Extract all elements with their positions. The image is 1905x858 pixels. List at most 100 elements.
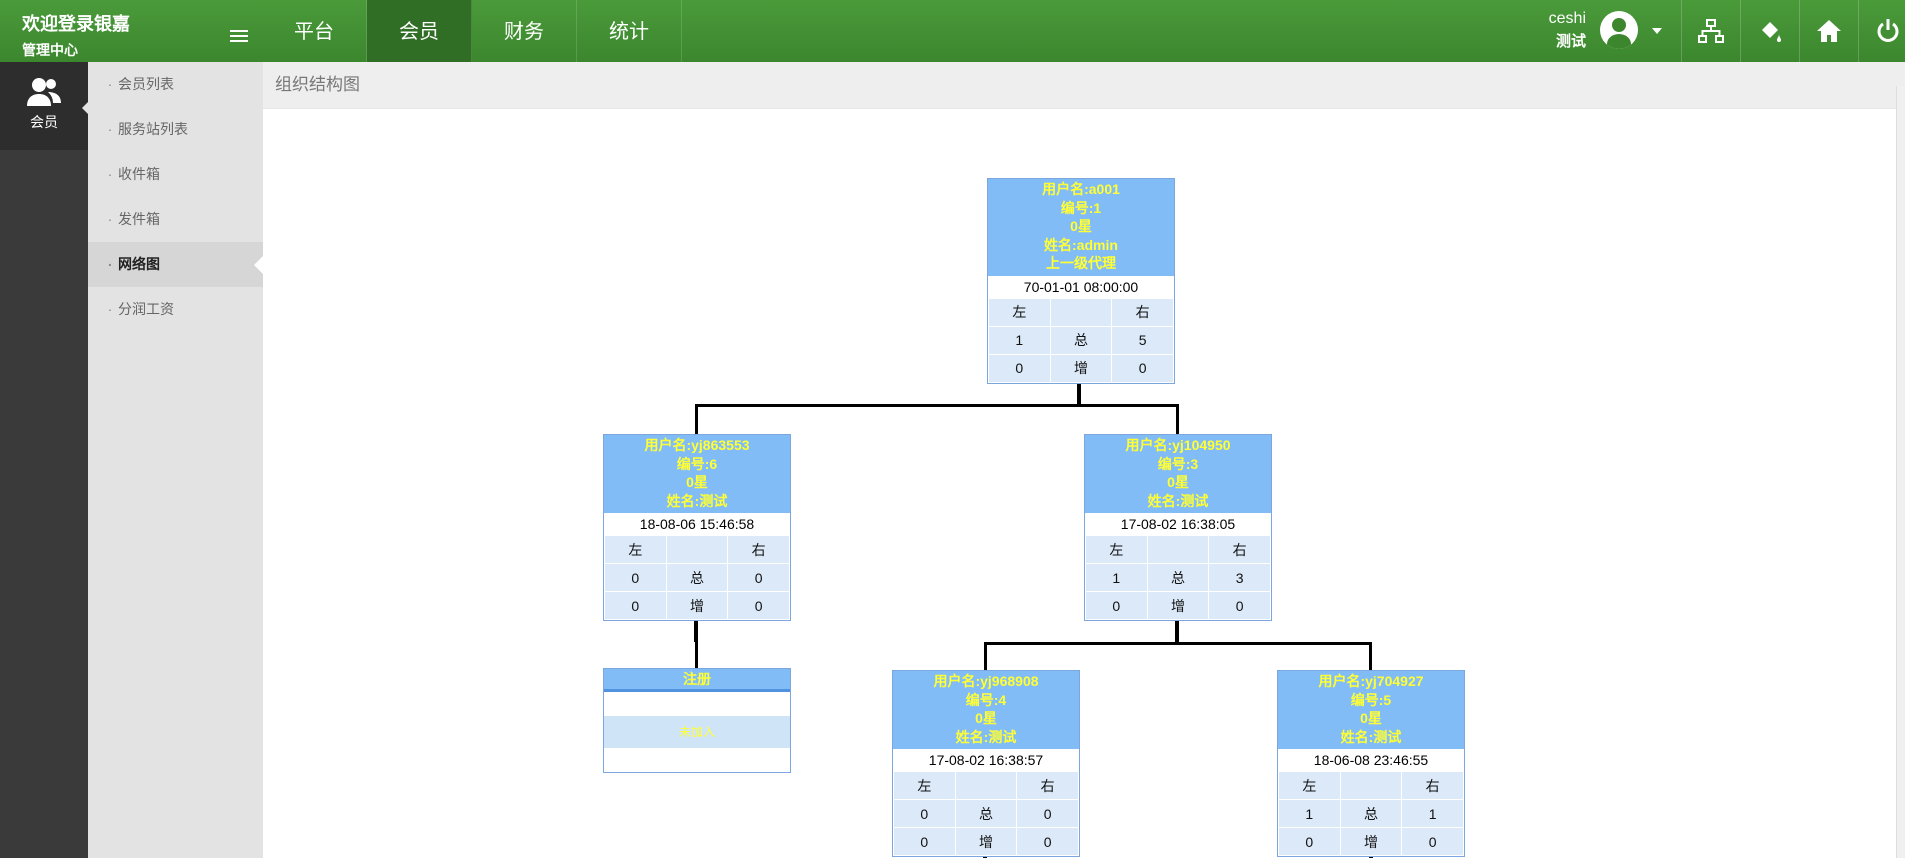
connector-line [695, 642, 698, 668]
main-nav: 平台 会员 财务 统计 [262, 0, 682, 62]
node-stars: 0星 [1167, 474, 1189, 490]
node-header: 用户名:yj863553 编号:6 0星 姓名:测试 [604, 435, 790, 513]
sidebar-item-profit-salary[interactable]: 分润工资 [88, 284, 263, 332]
node-date: 18-08-06 15:46:58 [604, 513, 790, 535]
node-number: 编号:1 [1060, 199, 1102, 216]
node-username: 用户名:yj863553 [644, 437, 750, 453]
tab-statistics[interactable]: 统计 [577, 0, 682, 62]
stat-right-total: 5 [1111, 325, 1174, 355]
node-name: 姓名:测试 [1147, 492, 1209, 509]
connector-line [1077, 380, 1081, 404]
node-name: 姓名:测试 [955, 728, 1017, 745]
node-date: 17-08-02 16:38:57 [893, 749, 1079, 771]
stat-right-label: 右 [727, 535, 790, 564]
node-username: 用户名:yj104950 [1125, 437, 1231, 453]
user-name: ceshi [1548, 10, 1586, 27]
breadcrumb: 组织结构图 [263, 62, 1905, 109]
tree-node[interactable]: 用户名:yj104950 编号:3 0星 姓名:测试 17-08-02 16:3… [1084, 434, 1272, 621]
tree-node[interactable]: 用户名:yj968908 编号:4 0星 姓名:测试 17-08-02 16:3… [892, 670, 1080, 857]
connector-line [1176, 404, 1179, 434]
node-date: 70-01-01 08:00:00 [988, 275, 1174, 298]
stat-right-label: 右 [1401, 771, 1464, 800]
stat-blank [665, 535, 729, 564]
vertical-scrollbar[interactable] [1896, 86, 1905, 858]
user-info[interactable]: ceshi 测试 [1530, 10, 1586, 51]
sidebar-item-service-stations[interactable]: 服务站列表 [88, 104, 263, 152]
stat-right-incr: 0 [1016, 827, 1079, 856]
stat-right-total: 0 [1016, 799, 1079, 828]
tab-finance[interactable]: 财务 [472, 0, 577, 62]
connector-line [695, 404, 698, 434]
rail-item-members[interactable]: 会员 [0, 62, 88, 150]
brand-subtitle: 管理中心 [22, 42, 78, 58]
sidebar-item-network-chart[interactable]: 网络图 [88, 239, 263, 287]
stat-right-total: 0 [727, 563, 790, 592]
tab-platform[interactable]: 平台 [262, 0, 367, 62]
stat-incr-label: 增 [954, 827, 1018, 856]
connector-line [694, 618, 698, 642]
stat-left-label: 左 [604, 535, 667, 564]
not-joined-label: 未加入 [604, 716, 790, 748]
stat-right-label: 右 [1111, 297, 1174, 327]
tree-node-root[interactable]: 用户名:a001 编号:1 0星 姓名:admin 上一级代理 70-01-01… [987, 178, 1175, 384]
sitemap-icon[interactable] [1681, 0, 1740, 62]
node-header: 用户名:yj704927 编号:5 0星 姓名:测试 [1278, 671, 1464, 749]
sidebar-item-member-list[interactable]: 会员列表 [88, 59, 263, 107]
connector-line [1369, 642, 1372, 670]
stat-right-incr: 0 [1111, 353, 1174, 383]
icon-rail: 会员 [0, 62, 90, 858]
paint-bucket-icon[interactable] [1740, 0, 1799, 62]
stat-right-incr: 0 [1208, 591, 1271, 620]
node-username: 用户名:yj704927 [1318, 673, 1424, 689]
chevron-down-icon[interactable] [1652, 28, 1662, 34]
stat-incr-label: 增 [1049, 353, 1113, 383]
tree-node[interactable]: 用户名:yj863553 编号:6 0星 姓名:测试 18-08-06 15:4… [603, 434, 791, 621]
stat-incr-label: 增 [1146, 591, 1210, 620]
stat-left-incr: 0 [893, 827, 956, 856]
node-stars: 0星 [1360, 710, 1382, 726]
menu-toggle-icon[interactable] [230, 30, 248, 44]
register-button[interactable]: 注册 [604, 669, 790, 692]
node-stars: 0星 [1070, 218, 1092, 234]
stat-total-label: 总 [1339, 799, 1403, 828]
stat-left-total: 1 [988, 325, 1051, 355]
rail-item-label: 会员 [30, 114, 58, 130]
node-stars: 0星 [686, 474, 708, 490]
avatar[interactable] [1600, 11, 1638, 49]
stat-total-label: 总 [1146, 563, 1210, 592]
stat-right-incr: 0 [1401, 827, 1464, 856]
node-number: 编号:6 [676, 455, 718, 472]
node-name: 姓名:测试 [666, 492, 728, 509]
stat-right-label: 右 [1016, 771, 1079, 800]
brand-title: 欢迎登录银嘉 [22, 14, 130, 34]
node-header: 用户名:yj104950 编号:3 0星 姓名:测试 [1085, 435, 1271, 513]
node-number: 编号:3 [1157, 455, 1199, 472]
tree-node-empty: 注册 未加入 [603, 668, 791, 773]
stat-blank [954, 771, 1018, 800]
stat-left-incr: 0 [604, 591, 667, 620]
node-extra: 上一级代理 [1046, 255, 1116, 271]
connector-line [695, 404, 1179, 407]
node-name: 姓名:admin [1044, 236, 1118, 253]
tree-node[interactable]: 用户名:yj704927 编号:5 0星 姓名:测试 18-06-08 23:4… [1277, 670, 1465, 857]
home-icon[interactable] [1799, 0, 1858, 62]
node-number: 编号:5 [1350, 691, 1392, 708]
sidebar-item-inbox[interactable]: 收件箱 [88, 149, 263, 197]
node-header: 用户名:yj968908 编号:4 0星 姓名:测试 [893, 671, 1079, 749]
connector-line [984, 642, 1372, 645]
node-date: 18-06-08 23:46:55 [1278, 749, 1464, 771]
stat-total-label: 总 [665, 563, 729, 592]
node-number: 编号:4 [965, 691, 1007, 708]
stat-left-total: 1 [1085, 563, 1148, 592]
connector-line [1175, 618, 1179, 642]
stat-left-label: 左 [988, 297, 1051, 327]
power-icon[interactable] [1858, 0, 1905, 62]
stat-left-incr: 0 [988, 353, 1051, 383]
tab-members[interactable]: 会员 [367, 0, 472, 62]
sidebar-item-outbox[interactable]: 发件箱 [88, 194, 263, 242]
stat-left-label: 左 [1278, 771, 1341, 800]
